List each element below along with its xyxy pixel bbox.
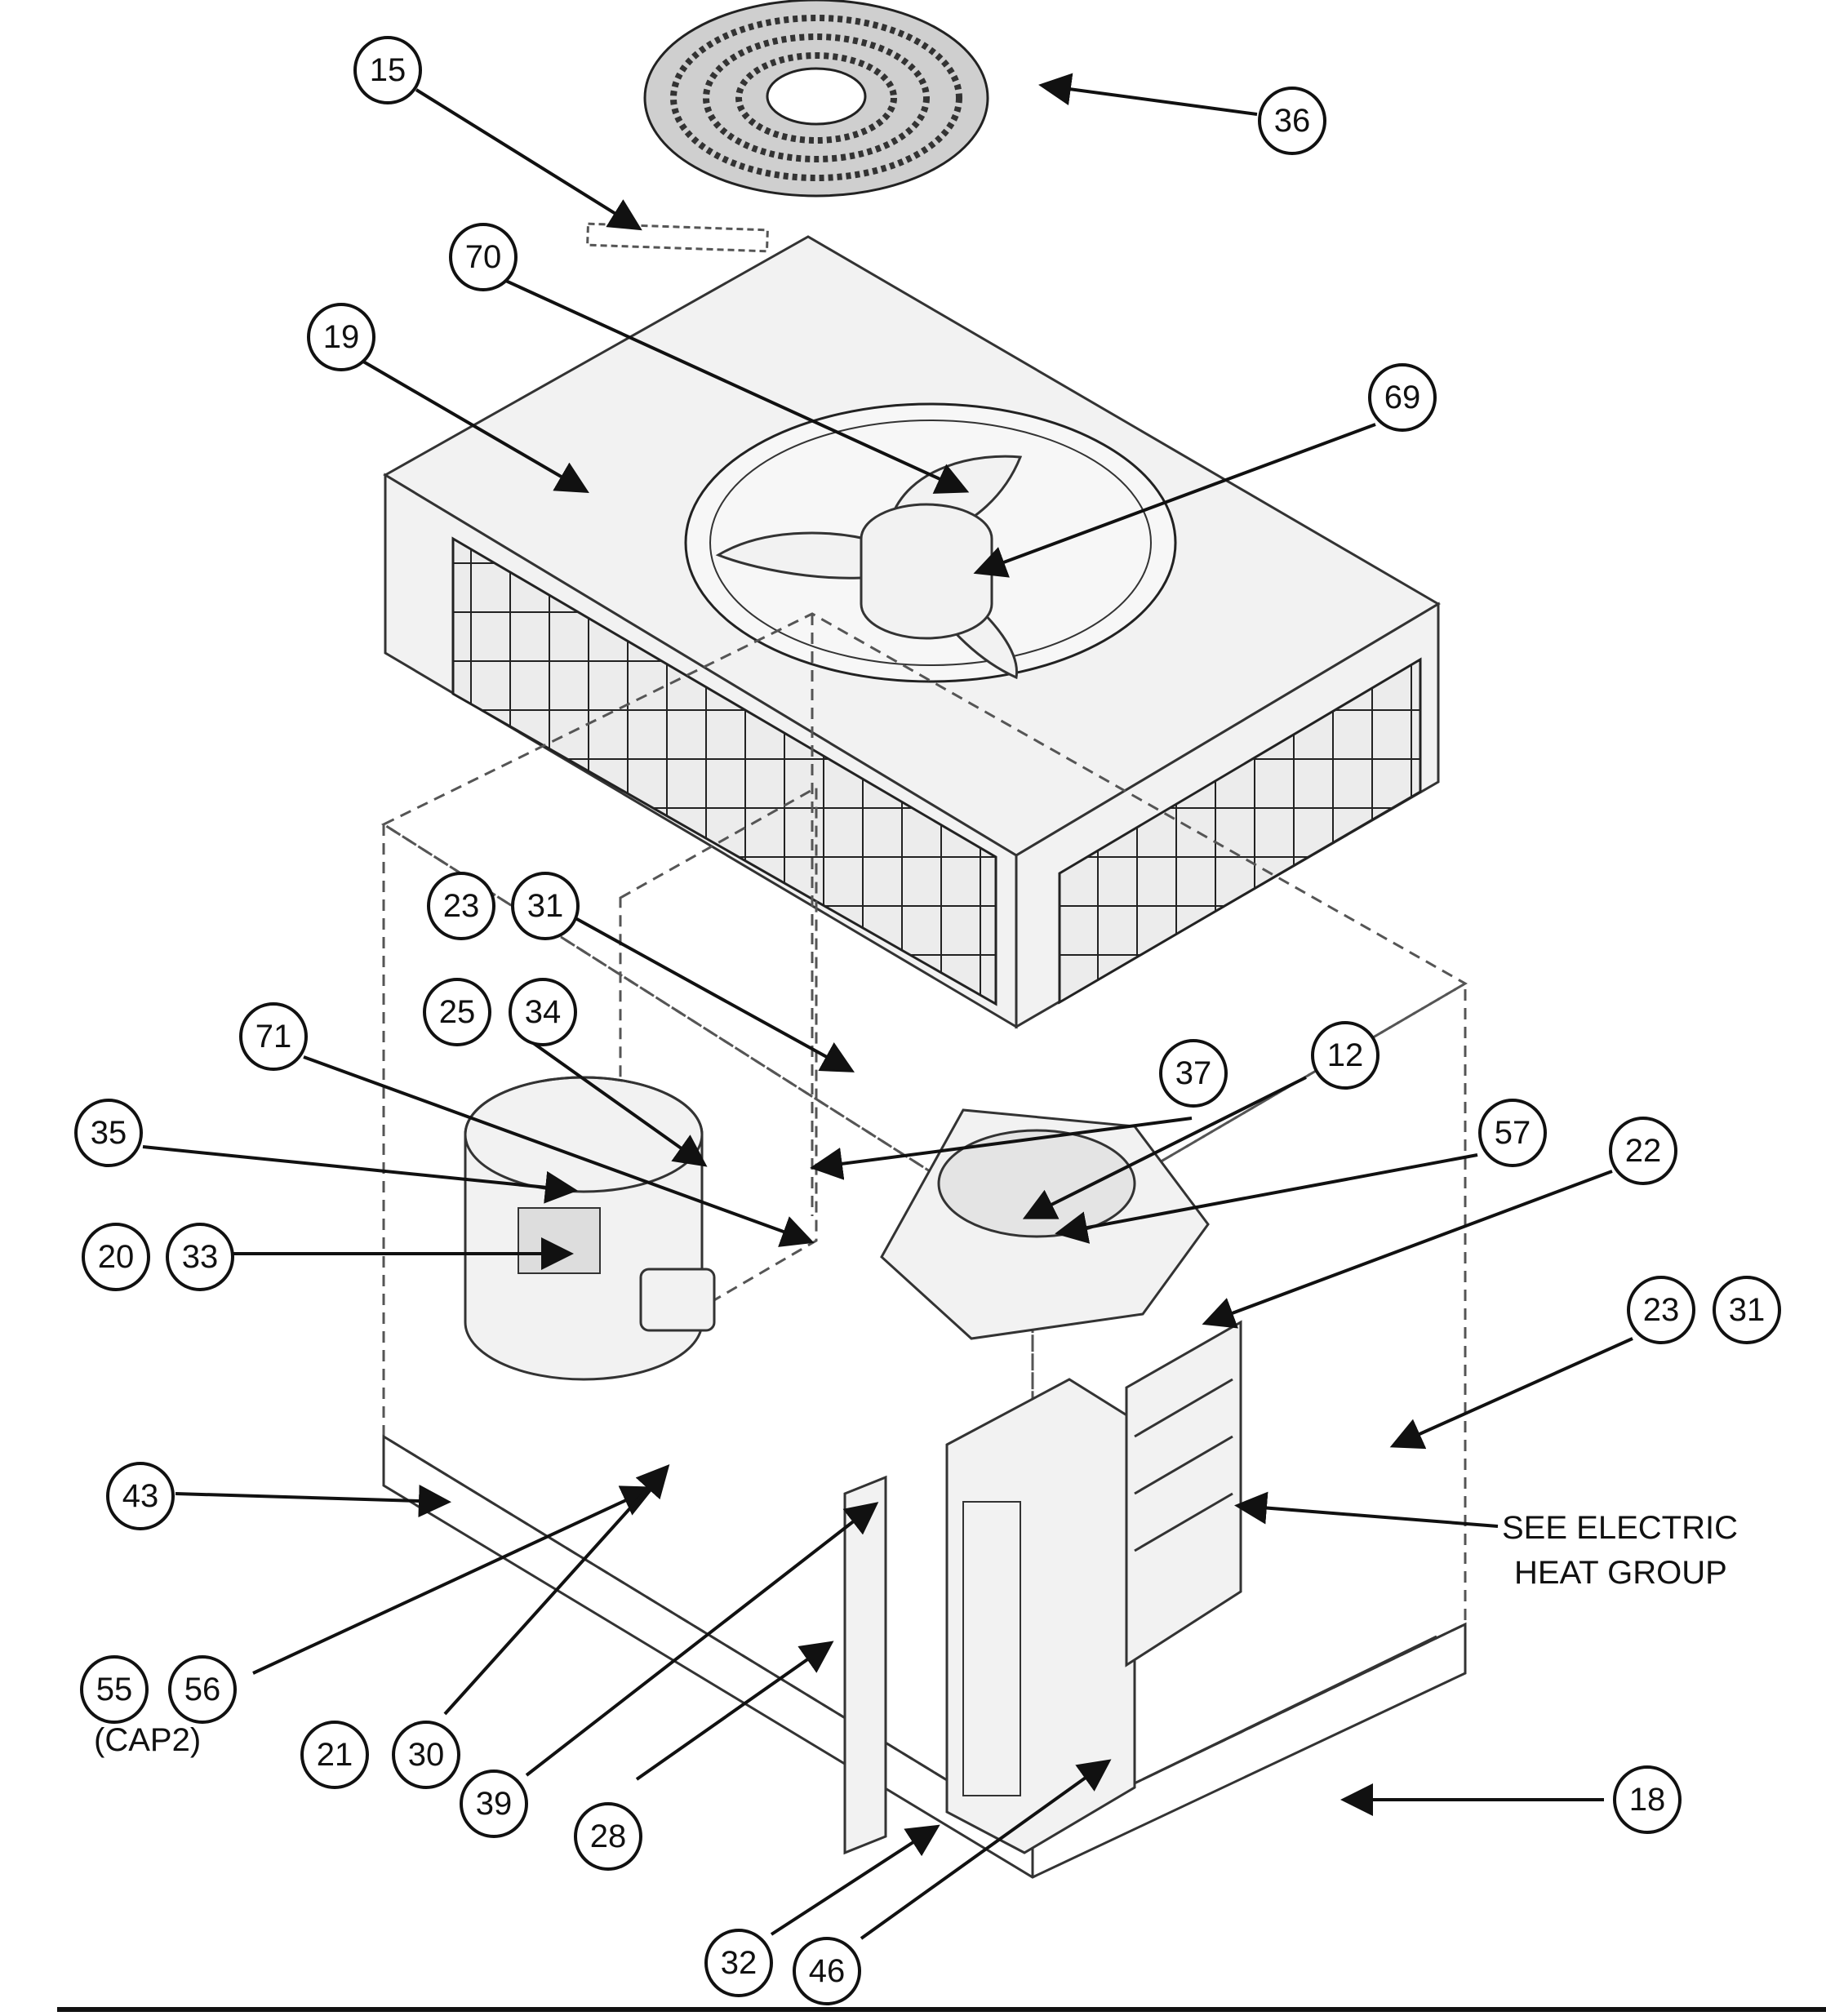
callout-18-label: 18 (1629, 1782, 1666, 1818)
callout-55: 55 (80, 1655, 149, 1724)
callout-25: 25 (423, 978, 491, 1046)
callout-46: 46 (793, 1937, 861, 2005)
callout-28-label: 28 (590, 1818, 627, 1854)
callout-33: 33 (166, 1223, 234, 1291)
cap2-note: (CAP2) (94, 1722, 201, 1758)
compressor (464, 1076, 704, 1381)
callout-18: 18 (1613, 1765, 1682, 1834)
callout-43: 43 (106, 1462, 175, 1530)
control-box (945, 1378, 1136, 1854)
callout-37: 37 (1159, 1039, 1228, 1108)
callout-33-label: 33 (182, 1239, 219, 1275)
callout-30: 30 (392, 1721, 460, 1789)
callout-30-label: 30 (408, 1737, 445, 1773)
callout-57: 57 (1478, 1099, 1547, 1167)
callout-39-label: 39 (476, 1786, 513, 1822)
electric-heat-note-line1: SEE ELECTRIC (1502, 1510, 1738, 1546)
fan-motor (860, 503, 993, 640)
callout-23-top: 23 (427, 872, 495, 940)
callout-15: 15 (353, 36, 422, 104)
callout-70: 70 (449, 223, 518, 291)
callout-15-label: 15 (370, 52, 407, 88)
callout-35: 35 (74, 1099, 143, 1167)
label-plate (586, 222, 769, 253)
capacitor (639, 1268, 716, 1332)
callout-19-label: 19 (323, 319, 360, 355)
callout-22: 22 (1609, 1117, 1677, 1185)
callout-37-label: 37 (1175, 1055, 1212, 1091)
callout-20-label: 20 (98, 1239, 135, 1275)
callout-28: 28 (574, 1802, 642, 1871)
callout-57-label: 57 (1495, 1115, 1531, 1151)
callout-56-label: 56 (184, 1672, 221, 1707)
callout-19: 19 (307, 303, 375, 371)
callout-71: 71 (239, 1002, 308, 1071)
electric-heat-element (1125, 1320, 1242, 1667)
callout-46-label: 46 (809, 1953, 846, 1989)
callout-69-label: 69 (1384, 380, 1421, 415)
callout-23-top-label: 23 (443, 888, 480, 924)
callout-71-label: 71 (255, 1019, 292, 1055)
callout-43-label: 43 (122, 1478, 159, 1514)
callout-36-label: 36 (1274, 103, 1311, 139)
callout-32: 32 (704, 1929, 773, 1997)
callout-34-label: 34 (525, 994, 562, 1030)
callout-23-right-label: 23 (1643, 1292, 1680, 1328)
callout-21-label: 21 (317, 1737, 353, 1773)
callout-55-label: 55 (96, 1672, 133, 1707)
callout-31-top: 31 (511, 872, 580, 940)
callout-12: 12 (1311, 1021, 1379, 1090)
callout-36: 36 (1258, 87, 1326, 155)
callout-39: 39 (460, 1770, 528, 1838)
callout-56: 56 (168, 1655, 237, 1724)
fan-guard (643, 0, 989, 198)
callout-32-label: 32 (721, 1945, 758, 1981)
blower-assembly (880, 1108, 1210, 1340)
electric-heat-note-line2: HEAT GROUP (1514, 1555, 1727, 1591)
callout-34: 34 (509, 978, 577, 1046)
leader-lines (142, 73, 1633, 1940)
callout-31-top-label: 31 (527, 888, 564, 924)
callout-20: 20 (82, 1223, 150, 1291)
callout-70-label: 70 (465, 239, 502, 275)
callout-35-label: 35 (91, 1115, 127, 1151)
callout-22-label: 22 (1625, 1133, 1662, 1169)
callout-23-right: 23 (1627, 1276, 1695, 1344)
callout-31-right-label: 31 (1729, 1292, 1766, 1328)
callout-69: 69 (1368, 363, 1437, 432)
callout-21: 21 (300, 1721, 369, 1789)
callout-12-label: 12 (1327, 1037, 1364, 1073)
callout-31-right: 31 (1713, 1276, 1781, 1344)
divider-panel (843, 1475, 887, 1855)
base-pan (382, 1434, 1467, 1879)
callout-25-label: 25 (439, 994, 476, 1030)
